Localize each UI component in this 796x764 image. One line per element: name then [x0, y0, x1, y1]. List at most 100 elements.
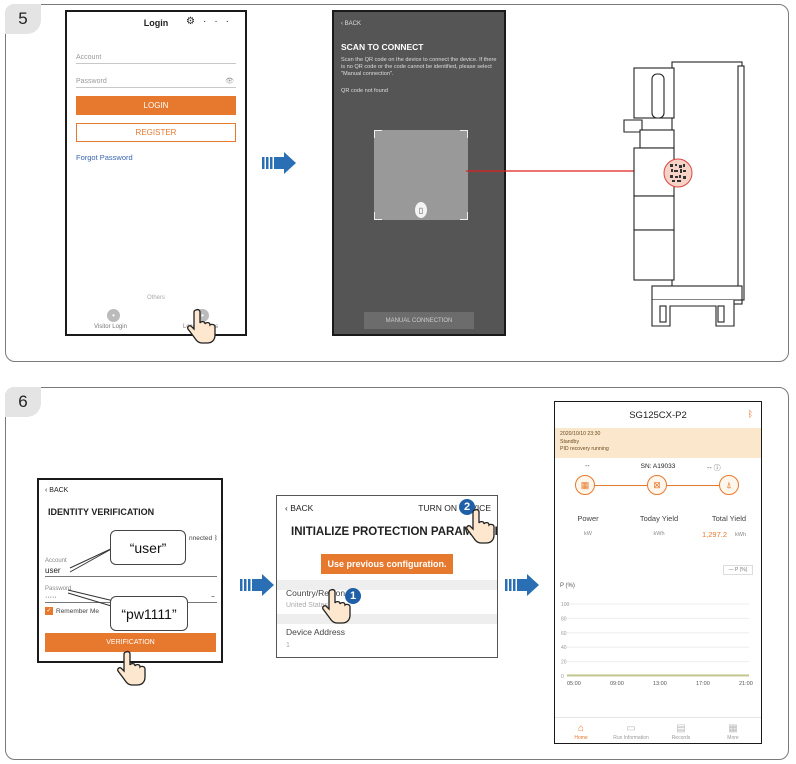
bluetooth-icon: ᛒ	[747, 409, 753, 419]
back-button[interactable]: ‹ BACK	[285, 503, 314, 513]
divider	[277, 580, 497, 590]
chevron-left-icon: ‹	[285, 503, 291, 513]
password-placeholder: Password	[76, 78, 107, 85]
qr-status: QR code not found	[341, 88, 388, 94]
x-tick-label: 13:00	[653, 681, 667, 687]
pv-panel-icon: ▦	[575, 475, 595, 495]
back-button[interactable]: ‹ BACK	[45, 487, 69, 494]
forgot-password-link[interactable]: Forgot Password	[76, 153, 133, 162]
gear-icon[interactable]: ⚙	[186, 16, 203, 27]
x-tick-label: 21:00	[739, 681, 753, 687]
login-screen: Login ⚙··· Account Password 👁 LOGIN REGI…	[65, 10, 247, 336]
y-axis-title: P (%)	[560, 583, 575, 589]
monitor-icon: ▭	[626, 723, 636, 734]
tap-hand-icon	[322, 588, 351, 624]
power-label: Power	[577, 514, 599, 523]
chevron-left-icon: ‹	[341, 21, 345, 27]
nav-run-information[interactable]: ▭Run Information	[605, 723, 657, 741]
flashlight-icon[interactable]: ▯	[415, 202, 427, 218]
register-button[interactable]: REGISTER	[76, 123, 236, 142]
divider	[277, 614, 497, 624]
today-yield-label: Today Yield	[639, 514, 679, 523]
tap-hand-icon	[466, 508, 495, 544]
nav-records[interactable]: ▤Records	[655, 723, 707, 741]
verification-button[interactable]: VERIFICATION	[45, 633, 216, 652]
y-tick-label: 20	[561, 660, 567, 666]
x-tick-label: 09:00	[610, 681, 624, 687]
home-screen: SG125CX-P2 ᛒ 2020/10/10 23:30 Standby PI…	[554, 401, 762, 744]
password-input[interactable]: Password 👁	[76, 78, 236, 88]
scan-title: SCAN TO CONNECT	[341, 42, 424, 52]
left-value: --	[585, 463, 590, 470]
frame-corner	[374, 212, 382, 220]
remember-me[interactable]: ✓Remember Me	[45, 607, 99, 615]
status-state: Standby	[560, 438, 580, 445]
init-title: INITIALIZE PROTECTION PARAMETERS	[291, 526, 498, 538]
eye-icon[interactable]: ⌣	[211, 594, 215, 600]
country-value[interactable]: United States	[286, 602, 329, 609]
device-title: SG125CX-P2	[629, 410, 687, 421]
visitor-login-label[interactable]: Visitor Login	[94, 324, 127, 330]
status-pid: PID recovery running	[560, 446, 609, 452]
next-arrow-icon	[262, 152, 296, 174]
chevron-left-icon: ‹	[45, 487, 50, 494]
inverter-icon: ⊠	[647, 475, 667, 495]
nav-home[interactable]: ⌂Home	[555, 723, 607, 741]
checkbox-checked-icon[interactable]: ✓	[45, 607, 53, 615]
step-badge-1: 1	[345, 588, 361, 604]
y-tick-label: 40	[561, 645, 567, 651]
grid-tower-icon: ⍋	[719, 475, 739, 495]
device-address-label: Device Address	[286, 627, 346, 637]
status-date: 2020/10/10 23:30	[560, 431, 601, 437]
account-input[interactable]: Account	[76, 54, 236, 64]
header-icons: ⚙···	[186, 16, 237, 27]
step-number-5: 5	[5, 4, 41, 34]
back-button[interactable]: ‹ BACK	[341, 21, 362, 27]
callout-pointers	[67, 546, 119, 609]
password-callout: “pw1111”	[110, 596, 188, 631]
identity-verification-screen: ‹ BACK IDENTITY VERIFICATION nnected ᛒ A…	[37, 478, 223, 663]
tap-hand-icon	[117, 650, 146, 686]
bluetooth-icon: ᛒ	[213, 535, 218, 542]
right-value: -- ⓘ	[707, 465, 721, 472]
clipboard-icon: ▤	[676, 723, 686, 734]
nav-more[interactable]: ▦More	[707, 723, 759, 741]
frame-corner	[460, 130, 468, 138]
account-input[interactable]: user	[45, 566, 217, 577]
login-title: Login	[143, 18, 169, 28]
bottom-nav: ⌂Home ▭Run Information ▤Records ▦More	[555, 717, 761, 743]
eye-icon[interactable]: 👁	[225, 78, 234, 85]
manual-connection-button[interactable]: MANUAL CONNECTION	[364, 312, 474, 329]
tap-hand-icon	[187, 308, 216, 344]
y-tick-label: 60	[561, 631, 567, 637]
power-unit: kW	[584, 531, 592, 537]
more-icon[interactable]: ···	[203, 16, 237, 27]
total-yield-unit: kWh	[735, 532, 746, 538]
next-arrow-icon	[240, 574, 274, 596]
username-callout: “user”	[110, 530, 186, 565]
login-button[interactable]: LOGIN	[76, 96, 236, 115]
frame-corner	[460, 212, 468, 220]
country-label: Country/Region	[286, 588, 346, 598]
use-previous-config-button[interactable]: Use previous configuration.	[321, 554, 453, 574]
visitor-login-icon[interactable]: •	[107, 309, 120, 322]
step-number-6: 6	[5, 387, 41, 417]
status-notice: 2020/10/10 23:30 Standby PID recovery ru…	[555, 428, 761, 458]
serial-number: SN: A19033	[640, 463, 676, 470]
scan-viewfinder: ▯	[374, 130, 468, 220]
scan-description: Scan the QR code on the device to connec…	[341, 57, 497, 77]
turn-on-device-button[interactable]: TURN ON DEVICE	[418, 503, 491, 513]
x-tick-label: 17:00	[696, 681, 710, 687]
device-address-value[interactable]: 1	[286, 642, 290, 649]
y-tick-label: 80	[561, 616, 567, 622]
x-tick-label: 05:00	[567, 681, 581, 687]
step-badge-2: 2	[459, 499, 475, 515]
frame-corner	[374, 130, 382, 138]
home-icon: ⌂	[577, 723, 585, 734]
identity-title: IDENTITY VERIFICATION	[48, 507, 155, 517]
inverter-illustration	[623, 61, 745, 327]
initialize-protection-screen: ‹ BACK TURN ON DEVICE INITIALIZE PROTECT…	[276, 495, 498, 658]
others-label: Others	[146, 295, 165, 301]
account-label: Account	[45, 558, 67, 564]
